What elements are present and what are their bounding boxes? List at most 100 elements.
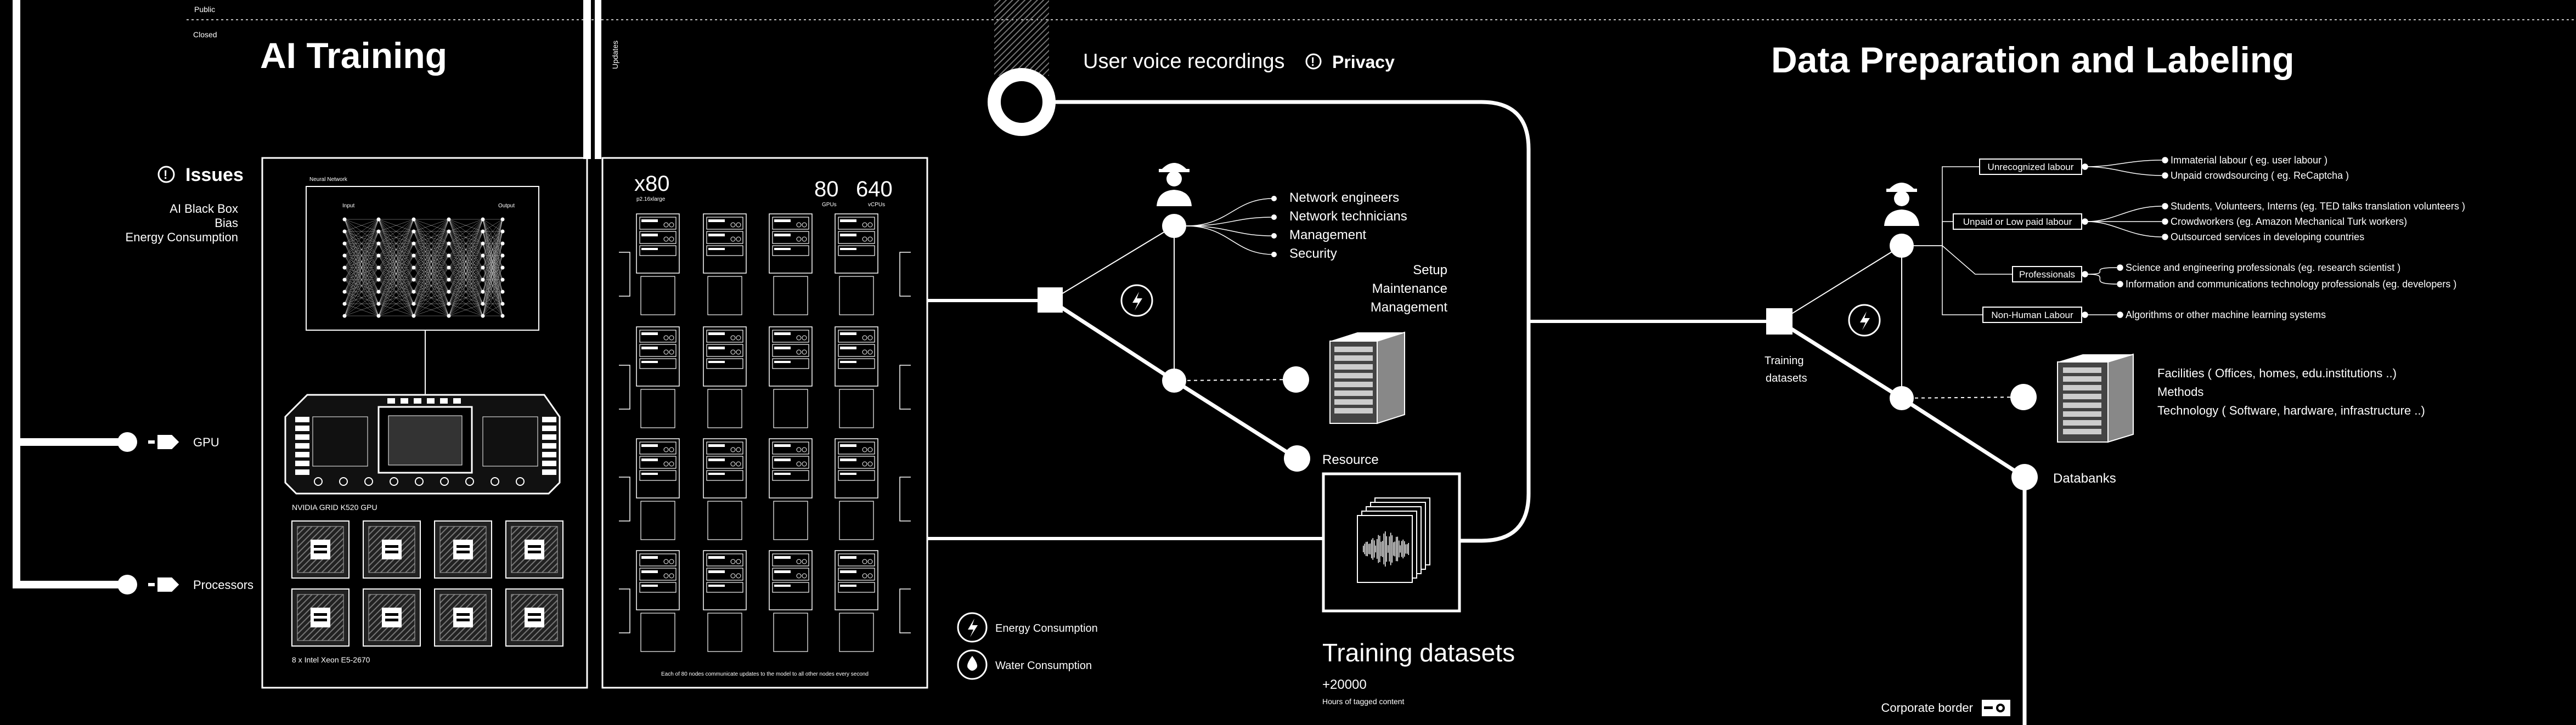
server-node[interactable] bbox=[1283, 366, 1309, 393]
board-port bbox=[314, 477, 323, 486]
nn-edge bbox=[482, 219, 503, 316]
rack-base bbox=[839, 501, 874, 540]
issues-icon bbox=[157, 166, 175, 183]
tree-leaf-dot bbox=[2162, 157, 2168, 163]
tree-node bbox=[2082, 218, 2088, 225]
board-connector bbox=[295, 443, 309, 449]
tree-branch bbox=[1942, 246, 1983, 315]
gpu-node[interactable] bbox=[117, 432, 137, 452]
waveform-bar bbox=[1388, 545, 1389, 553]
board-port bbox=[390, 477, 398, 486]
prep-split-node[interactable] bbox=[1890, 386, 1914, 410]
rack-connector bbox=[899, 588, 911, 633]
nn-edge bbox=[378, 291, 414, 316]
voice-hub-node[interactable] bbox=[1038, 287, 1063, 313]
nn-neuron bbox=[481, 229, 485, 234]
nn-edge bbox=[448, 219, 483, 280]
waveform-bar bbox=[1378, 535, 1379, 563]
nn-edge bbox=[378, 219, 414, 244]
nn-edge bbox=[413, 219, 449, 304]
nn-edge bbox=[448, 219, 483, 244]
resource-node[interactable] bbox=[1284, 445, 1310, 472]
issue-bias: Bias bbox=[215, 216, 238, 230]
waveform-bar bbox=[1374, 540, 1375, 558]
prep-energy-bolt bbox=[1860, 311, 1870, 330]
server-rack bbox=[703, 550, 747, 610]
resource-split-node[interactable] bbox=[1162, 369, 1186, 393]
cpu-grid bbox=[291, 520, 563, 647]
nn-edge bbox=[448, 243, 483, 316]
labour-node[interactable] bbox=[1890, 234, 1914, 258]
processors-node[interactable] bbox=[117, 575, 137, 594]
databanks-node[interactable] bbox=[2011, 464, 2038, 490]
board-pin bbox=[414, 398, 421, 404]
waveform-bar bbox=[1367, 541, 1368, 557]
nn-edge bbox=[344, 255, 379, 316]
labour-item-4: Crowdworkers (eg. Amazon Mechanical Turk… bbox=[2171, 216, 2407, 227]
nn-neuron bbox=[342, 302, 347, 306]
prep-server-cabinet-icon bbox=[2057, 353, 2134, 443]
nn-edge bbox=[344, 219, 379, 316]
nn-edge bbox=[413, 219, 449, 232]
cpu-label: 8 x Intel Xeon E5-2670 bbox=[292, 655, 370, 664]
nn-neuron bbox=[342, 314, 347, 318]
nn-edge bbox=[482, 219, 503, 304]
staff-fan-dot bbox=[1271, 252, 1277, 257]
staff-fan-dot bbox=[1271, 196, 1277, 201]
nn-edge bbox=[413, 303, 449, 316]
server-rack bbox=[636, 326, 680, 387]
waveform-bar bbox=[1377, 539, 1378, 559]
gpu-board-label: NVIDIA GRID K520 GPU bbox=[292, 503, 377, 512]
nn-edge bbox=[413, 219, 449, 244]
voice-recordings-node[interactable] bbox=[988, 68, 1056, 136]
server-rack bbox=[636, 213, 680, 274]
waveform-bar bbox=[1401, 541, 1402, 557]
server-rack bbox=[835, 213, 878, 274]
board-port bbox=[364, 477, 373, 486]
facilities-node[interactable] bbox=[2010, 384, 2037, 410]
nn-edge bbox=[482, 219, 503, 280]
side-processors-label: Processors bbox=[193, 578, 253, 592]
audio-stack-icon bbox=[1357, 497, 1430, 583]
staff-fan-dot bbox=[1271, 233, 1277, 239]
rack-connector bbox=[899, 477, 911, 522]
nn-edge bbox=[344, 279, 379, 316]
processor-icon bbox=[148, 577, 179, 592]
task-management: Management bbox=[1371, 300, 1447, 315]
nn-neuron bbox=[376, 314, 381, 318]
board-pin bbox=[387, 398, 395, 404]
rack-connector bbox=[899, 365, 911, 410]
waveform-bar bbox=[1408, 542, 1409, 556]
nn-neuron bbox=[376, 217, 381, 222]
nn-neuron bbox=[481, 241, 485, 246]
nn-edge bbox=[344, 291, 379, 316]
board-connector bbox=[295, 452, 309, 457]
nn-edge bbox=[482, 231, 503, 316]
nn-neuron bbox=[481, 277, 485, 282]
nn-edge bbox=[378, 267, 414, 316]
nn-edge bbox=[448, 219, 483, 316]
nn-neuron bbox=[376, 265, 381, 270]
staff-node[interactable] bbox=[1162, 214, 1186, 238]
server-rack bbox=[769, 326, 813, 387]
tree-node bbox=[2082, 311, 2088, 318]
gpu-link-line bbox=[13, 0, 127, 446]
rack-base bbox=[640, 389, 675, 428]
processors-link-line bbox=[13, 439, 127, 588]
server-rack bbox=[769, 550, 813, 610]
voice-energy-icon bbox=[1120, 284, 1153, 317]
board-connector bbox=[542, 461, 556, 466]
server-rack-grid bbox=[619, 213, 911, 652]
waveform-bar bbox=[1402, 539, 1403, 559]
waveform-bar bbox=[1404, 541, 1405, 557]
waveform-bar bbox=[1385, 531, 1386, 567]
nn-edge bbox=[448, 291, 483, 316]
nn-neuron bbox=[412, 229, 416, 234]
rack-base bbox=[707, 613, 742, 652]
cabinet-slot bbox=[2063, 367, 2101, 373]
tree-leaf-line bbox=[2087, 221, 2162, 237]
nn-neuron bbox=[500, 277, 505, 282]
cabinet-slot bbox=[2063, 394, 2101, 399]
nn-edge bbox=[378, 219, 414, 232]
prep-hub-node[interactable] bbox=[1766, 308, 1793, 335]
